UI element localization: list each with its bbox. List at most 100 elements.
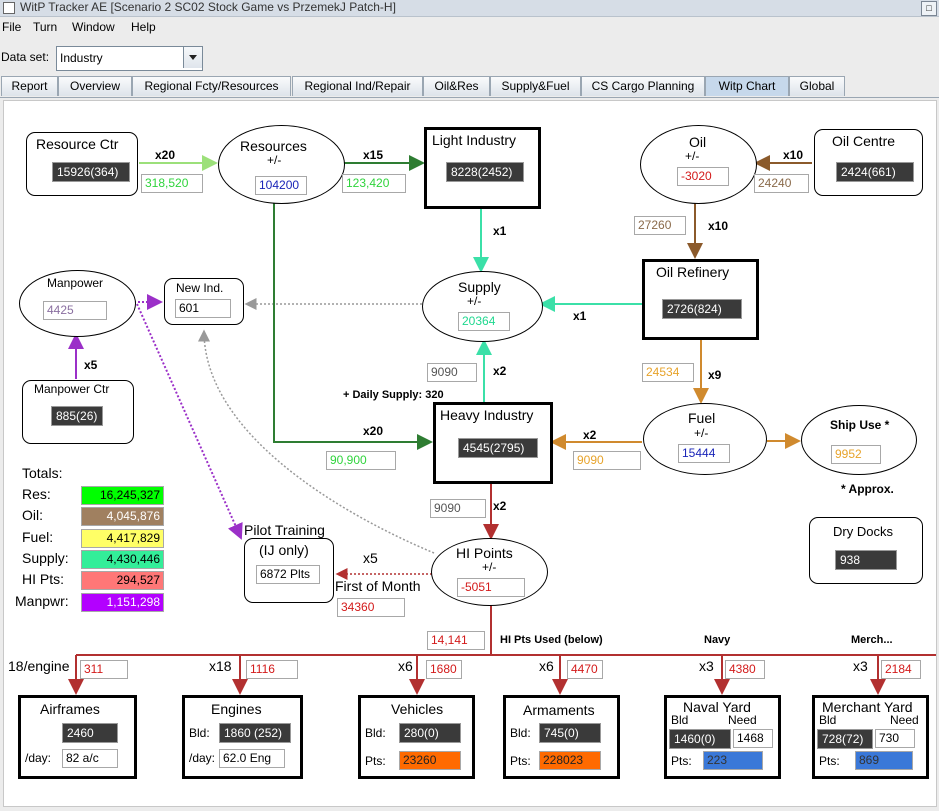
vehicles-title: Vehicles (391, 701, 444, 717)
restore-window-icon[interactable]: □ (921, 1, 937, 16)
first-of-month-label: First of Month (335, 578, 421, 594)
totals-manpwr-value: 1,151,298 (81, 593, 164, 612)
oil-centre-box: Oil Centre 2424(661) (814, 129, 923, 196)
new-ind-value: 601 (175, 299, 231, 318)
heavy-industry-box: Heavy Industry 4545(2795) (433, 402, 553, 484)
pilot-value: 34360 (337, 598, 405, 617)
dry-docks-box: Dry Docks 938 (809, 517, 923, 584)
armaments-multiplier: x6 (539, 658, 554, 674)
new-ind-title: New Ind. (176, 281, 224, 295)
menu-window[interactable]: Window (72, 20, 115, 34)
oc-to-oil-multiplier: x10 (783, 148, 804, 162)
totals-supply-value: 4,430,446 (81, 550, 164, 569)
fuel-node: Fuel +/- 15444 (643, 403, 767, 475)
engines-day-label: /day: (189, 751, 216, 765)
engines-title: Engines (211, 701, 262, 717)
app-icon (3, 2, 15, 14)
oil-title: Oil (689, 134, 707, 150)
merchant-yard-need-label: Need (890, 713, 919, 727)
tab-cs-cargo-planning[interactable]: CS Cargo Planning (581, 76, 705, 96)
approx-note: * Approx. (841, 482, 894, 496)
rc-to-res-multiplier: x20 (155, 148, 176, 162)
vehicles-bld-label: Bld: (365, 726, 386, 740)
totals-oil-label: Oil: (22, 507, 43, 523)
merchant-yard-box: Merchant Yard Bld Need 728(72) 730 Pts: … (812, 695, 929, 779)
res-to-hi-value: 90,900 (326, 451, 396, 470)
manpower-value: 4425 (43, 301, 107, 320)
menu-turn[interactable]: Turn (33, 20, 58, 34)
naval-yard-bld-label: Bld (671, 713, 689, 727)
armaments-bld-label: Bld: (510, 726, 531, 740)
totals-manpwr-label: Manpwr: (15, 593, 69, 609)
ref-to-sup-multiplier: x1 (573, 309, 587, 323)
oil-refinery-value: 2726(824) (662, 299, 742, 319)
airframes-multiplier: 18/engine (8, 658, 70, 674)
tab-regional-fcty-resources[interactable]: Regional Fcty/Resources (132, 76, 291, 96)
navy-label: Navy (704, 634, 731, 646)
vehicles-box: Vehicles Bld: 280(0) Pts: 23260 (358, 695, 475, 779)
heavy-industry-title: Heavy Industry (440, 407, 534, 423)
tab-global[interactable]: Global (789, 76, 845, 96)
engines-bld: 1860 (252) (219, 723, 291, 743)
merchant-yard-pts: 869 (855, 751, 913, 770)
resource-ctr-title: Resource Ctr (36, 136, 119, 152)
hi-points-title: HI Points (456, 545, 513, 561)
hi-points-node: HI Points +/- -5051 (431, 538, 548, 606)
tab-witp-chart[interactable]: Witp Chart (705, 76, 789, 96)
tab-report[interactable]: Report (1, 76, 58, 96)
naval-yard-box: Naval Yard Bld Need 1460(0) 1468 Pts: 22… (664, 695, 781, 779)
menu-file[interactable]: File (2, 20, 22, 34)
vehicles-multiplier: x6 (398, 658, 413, 674)
merch-label: Merch... (851, 634, 893, 646)
airframes-box: Airframes 2460 /day: 82 a/c (18, 695, 137, 779)
hi-to-sup-multiplier: x2 (493, 364, 507, 378)
hi-to-hip-value: 9090 (430, 499, 486, 518)
resources-title: Resources (240, 138, 307, 154)
naval-yard-need-label: Need (728, 713, 757, 727)
engines-bld-label: Bld: (189, 726, 210, 740)
armaments-cost: 4470 (567, 660, 603, 679)
naval-yard-title: Naval Yard (683, 699, 751, 715)
armaments-title: Armaments (523, 702, 595, 718)
res-to-hi-multiplier: x20 (363, 424, 384, 438)
dry-docks-title: Dry Docks (833, 524, 893, 539)
light-industry-value: 8228(2452) (446, 162, 524, 182)
tab-strip: Report Overview Regional Fcty/Resources … (0, 76, 939, 98)
menu-help[interactable]: Help (131, 20, 156, 34)
vehicles-pts: 23260 (399, 751, 461, 770)
res-to-li-value: 123,420 (342, 174, 406, 193)
merchant-multiplier: x3 (853, 658, 868, 674)
tab-oil-res[interactable]: Oil&Res (423, 76, 490, 96)
merchant-yard-need: 730 (875, 729, 915, 748)
chevron-down-icon[interactable] (183, 47, 202, 68)
totals-hipts-value: 294,527 (81, 571, 164, 590)
oc-to-oil-value: 24240 (754, 174, 809, 193)
ship-use-value: 9952 (831, 445, 881, 464)
tab-supply-fuel[interactable]: Supply&Fuel (490, 76, 581, 96)
res-to-li-multiplier: x15 (363, 148, 384, 162)
dataset-select[interactable]: Industry (56, 46, 203, 71)
merchant-cost: 2184 (881, 660, 921, 679)
menu-bar: File Turn Window Help (0, 17, 939, 37)
supply-plusminus: +/- (467, 294, 482, 308)
new-ind-box: New Ind. 601 (164, 278, 244, 325)
totals-res-value: 16,245,327 (81, 486, 164, 505)
fuel-plusminus: +/- (694, 426, 709, 440)
airframes-cost: 311 (80, 660, 128, 679)
armaments-pts: 228023 (539, 751, 601, 770)
hi-points-plusminus: +/- (482, 560, 497, 574)
oil-refinery-title: Oil Refinery (656, 264, 730, 280)
fuel-title: Fuel (688, 410, 716, 426)
tab-overview[interactable]: Overview (58, 76, 132, 96)
totals-fuel-value: 4,417,829 (81, 529, 164, 548)
supply-node: Supply +/- 20364 (422, 271, 543, 342)
tab-regional-ind-repair[interactable]: Regional Ind/Repair (292, 76, 423, 96)
li-to-sup-multiplier: x1 (493, 224, 507, 238)
engines-multiplier: x18 (209, 658, 232, 674)
resource-ctr-value: 15926(364) (52, 162, 130, 182)
oil-to-ref-value: 27260 (634, 216, 686, 235)
oil-value: -3020 (677, 167, 729, 186)
vehicles-pts-label: Pts: (365, 754, 386, 768)
engines-day: 62.0 Eng (219, 749, 285, 768)
title-bar: WitP Tracker AE [Scenario 2 SC02 Stock G… (0, 0, 939, 17)
